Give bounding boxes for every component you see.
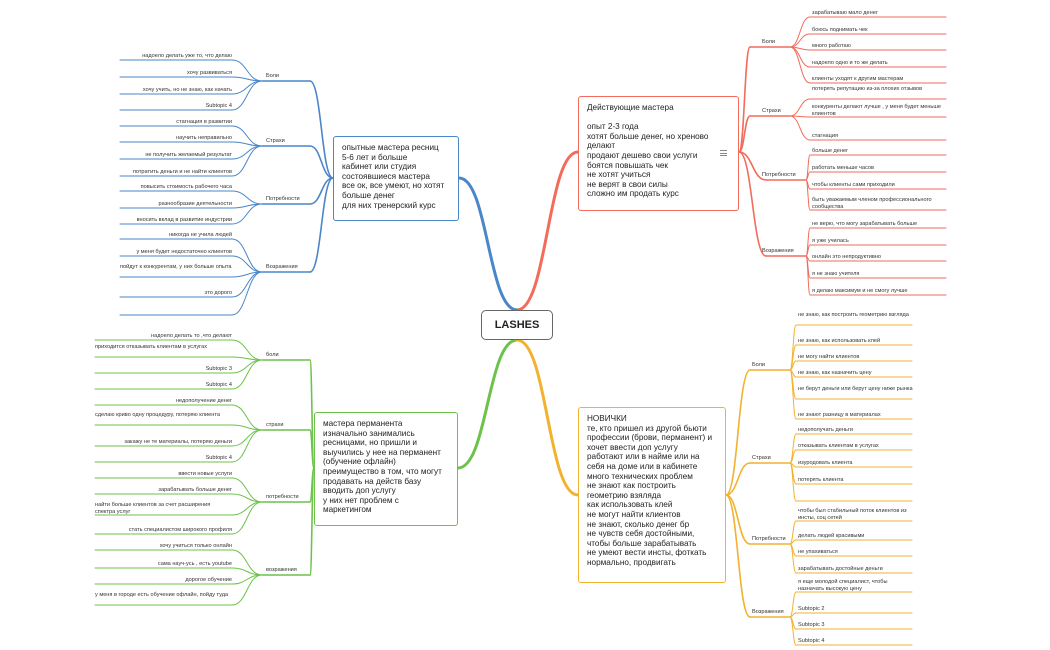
- group-label-green-0[interactable]: боли: [266, 352, 279, 358]
- topic-red-0-2[interactable]: много работаю: [812, 43, 851, 49]
- topic-green-2-1[interactable]: зарабатывать больше денег: [158, 487, 232, 493]
- topic-green-2-2[interactable]: найти больше клиентов за счет расширения…: [95, 502, 211, 515]
- topic-red-2-3[interactable]: быть уважаемым членом профессионального …: [812, 197, 932, 210]
- group-label-blue-1[interactable]: Страхи: [266, 138, 285, 144]
- topic-orange-2-1[interactable]: делать людей красивыми: [798, 533, 865, 539]
- topic-blue-3-0[interactable]: никогда не учила людей: [169, 232, 232, 238]
- group-label-blue-0[interactable]: Боли: [266, 73, 280, 79]
- topic-green-0-1[interactable]: приходится отказывать клиентам в услугах: [95, 344, 207, 350]
- group-label-orange-2[interactable]: Потребности: [752, 536, 786, 542]
- group-label-red-2[interactable]: Потребности: [762, 172, 796, 178]
- topic-green-0-0[interactable]: надоело делать то ,что делают: [151, 333, 232, 339]
- group-label-green-2[interactable]: потребности: [266, 494, 299, 500]
- topic-blue-2-1[interactable]: разнообразие деятельности: [158, 201, 232, 207]
- topic-red-1-2[interactable]: стагнация: [812, 133, 839, 139]
- topic-red-3-3[interactable]: я не знаю учителя: [812, 271, 860, 277]
- group-label-green-3[interactable]: возражения: [266, 567, 297, 573]
- central-topic-label: LASHES: [494, 319, 540, 331]
- green-branch-text: мастера перманента изначально занимались…: [323, 419, 442, 515]
- topic-orange-1-1[interactable]: отказывать клиентам в услугах: [798, 443, 879, 449]
- topic-red-2-1[interactable]: работать меньше часов: [812, 165, 875, 171]
- topic-blue-0-2[interactable]: хочу учить, но не знаю, как начать: [142, 87, 232, 93]
- topic-orange-0-0[interactable]: не знаю, как построить геометрию взгляда: [798, 312, 909, 318]
- topic-green-0-3[interactable]: Subtopic 4: [205, 382, 232, 388]
- topic-orange-0-1[interactable]: не знаю, как использовать клей: [798, 338, 881, 344]
- topic-orange-3-0[interactable]: я еще молодой специалист, чтобы назначат…: [798, 579, 888, 592]
- central-topic[interactable]: LASHES: [481, 310, 553, 340]
- group-label-orange-1[interactable]: Страхи: [752, 455, 771, 461]
- topic-orange-2-3[interactable]: зарабатывать достойные деньги: [798, 566, 883, 572]
- topic-green-3-2[interactable]: дорогое обучение: [185, 577, 232, 583]
- topic-blue-1-2[interactable]: не получить желаемый результат: [145, 152, 232, 158]
- group-label-green-1[interactable]: страхи: [266, 422, 284, 428]
- group-label-blue-3[interactable]: Возражения: [266, 264, 298, 270]
- topic-green-0-2[interactable]: Subtopic 3: [205, 366, 232, 372]
- topic-orange-1-0[interactable]: недополучать деньги: [798, 427, 854, 433]
- topic-blue-0-3[interactable]: Subtopic 4: [205, 103, 232, 109]
- topic-red-0-3[interactable]: надоело одно и то же делать: [812, 60, 888, 66]
- topic-orange-0-3[interactable]: не знаю, как назначить цену: [798, 370, 872, 376]
- topic-green-1-1[interactable]: сделаю криво одну процедуру, потеряю кли…: [95, 412, 220, 418]
- topic-red-1-0[interactable]: потерять репутацию из-за плохих отзывов: [812, 86, 923, 92]
- topic-red-2-0[interactable]: больше денег: [812, 148, 849, 154]
- blue-branch-text: опытные мастера ресниц 5-6 лет и больше …: [342, 143, 445, 210]
- topic-green-3-0[interactable]: хочу учиться только онлайн: [159, 543, 232, 549]
- green-branch-topic[interactable]: мастера перманента изначально занимались…: [314, 412, 458, 526]
- topic-red-3-0[interactable]: не верю, что могу зарабатывать больше: [812, 221, 918, 227]
- topic-blue-3-2[interactable]: пойдут к конкурентам, у них больше опыта: [120, 264, 232, 270]
- group-label-red-1[interactable]: Страхи: [762, 108, 781, 114]
- topic-orange-3-3[interactable]: Subtopic 4: [798, 638, 825, 644]
- topic-blue-2-2[interactable]: вносить вклад в развитие индустрии: [136, 217, 232, 223]
- notes-icon[interactable]: [720, 150, 727, 156]
- red-branch-text: Действующие мастера опыт 2-3 года хотят …: [587, 103, 709, 199]
- group-label-red-3[interactable]: Возражения: [762, 248, 794, 254]
- topic-green-1-0[interactable]: недополучение денег: [175, 398, 232, 404]
- topic-orange-0-4[interactable]: не берут деньги или берут цену ниже рынк…: [798, 386, 913, 392]
- topic-orange-3-2[interactable]: Subtopic 3: [798, 622, 825, 628]
- group-label-blue-2[interactable]: Потребности: [266, 196, 300, 202]
- topic-green-2-3[interactable]: стать специалистом широкого профиля: [128, 527, 232, 533]
- topic-blue-1-3[interactable]: потратить деньги и не найти клиентов: [132, 169, 232, 175]
- topic-orange-3-1[interactable]: Subtopic 2: [798, 606, 825, 612]
- topic-green-3-3[interactable]: у меня в городе есть обучение офлайн, по…: [95, 592, 229, 598]
- topic-blue-1-1[interactable]: научить неправильно: [176, 135, 232, 141]
- topic-red-3-4[interactable]: я делаю максимум и не смогу лучше: [812, 288, 908, 294]
- topic-orange-1-2[interactable]: изуродовать клиента: [798, 460, 853, 466]
- topic-red-1-1[interactable]: конкуренты делают лучше , у меня будет м…: [812, 104, 941, 117]
- orange-branch-topic[interactable]: НОВИЧКИ те, кто пришел из другой бьюти п…: [578, 407, 726, 583]
- topic-blue-0-1[interactable]: хочу развиваться: [186, 70, 232, 76]
- topic-red-0-4[interactable]: клиенты уходят к другим мастерам: [812, 76, 904, 82]
- topic-blue-1-0[interactable]: стагнация в развитии: [176, 119, 232, 125]
- topic-orange-1-3[interactable]: потерять клиента: [798, 477, 844, 483]
- topic-orange-0-2[interactable]: не могу найти клиентов: [798, 354, 860, 360]
- topic-red-3-2[interactable]: онлайн это непродуктивно: [812, 254, 881, 260]
- group-label-orange-3[interactable]: Возражения: [752, 609, 784, 615]
- topic-red-0-1[interactable]: боюсь поднимать чек: [812, 27, 868, 33]
- orange-branch-text: НОВИЧКИ те, кто пришел из другой бьюти п…: [587, 414, 713, 567]
- topic-blue-3-3[interactable]: это дорого: [204, 290, 232, 296]
- topic-blue-0-0[interactable]: надоело делать уже то, что делаю: [142, 53, 232, 59]
- topic-blue-3-1[interactable]: у меня будет недостаточно клиентов: [136, 249, 232, 255]
- topic-orange-0-5[interactable]: не знают разницу в материалах: [798, 412, 881, 418]
- topic-red-2-2[interactable]: чтобы клиенты сами приходили: [812, 182, 895, 188]
- topic-red-0-0[interactable]: зарабатываю мало денег: [812, 10, 878, 16]
- group-label-orange-0[interactable]: Боли: [752, 362, 766, 368]
- red-branch-topic[interactable]: Действующие мастера опыт 2-3 года хотят …: [578, 96, 739, 211]
- topic-green-2-0[interactable]: ввести новые услуги: [178, 471, 232, 477]
- topic-orange-2-0[interactable]: чтобы был стабильный поток клиентов из и…: [798, 508, 907, 521]
- topic-green-1-2[interactable]: закажу не те материалы, потеряю деньги: [124, 439, 232, 445]
- topic-green-1-3[interactable]: Subtopic 4: [205, 455, 232, 461]
- blue-branch-topic[interactable]: опытные мастера ресниц 5-6 лет и больше …: [333, 136, 459, 221]
- topic-red-3-1[interactable]: я уже училась: [812, 238, 849, 244]
- topic-blue-2-0[interactable]: повысить стоимость рабочего часа: [140, 184, 232, 190]
- topic-green-3-1[interactable]: сама науч-усь , есть youtube: [157, 561, 232, 567]
- group-label-red-0[interactable]: Боли: [762, 39, 776, 45]
- topic-orange-2-2[interactable]: не упахиваться: [798, 549, 838, 555]
